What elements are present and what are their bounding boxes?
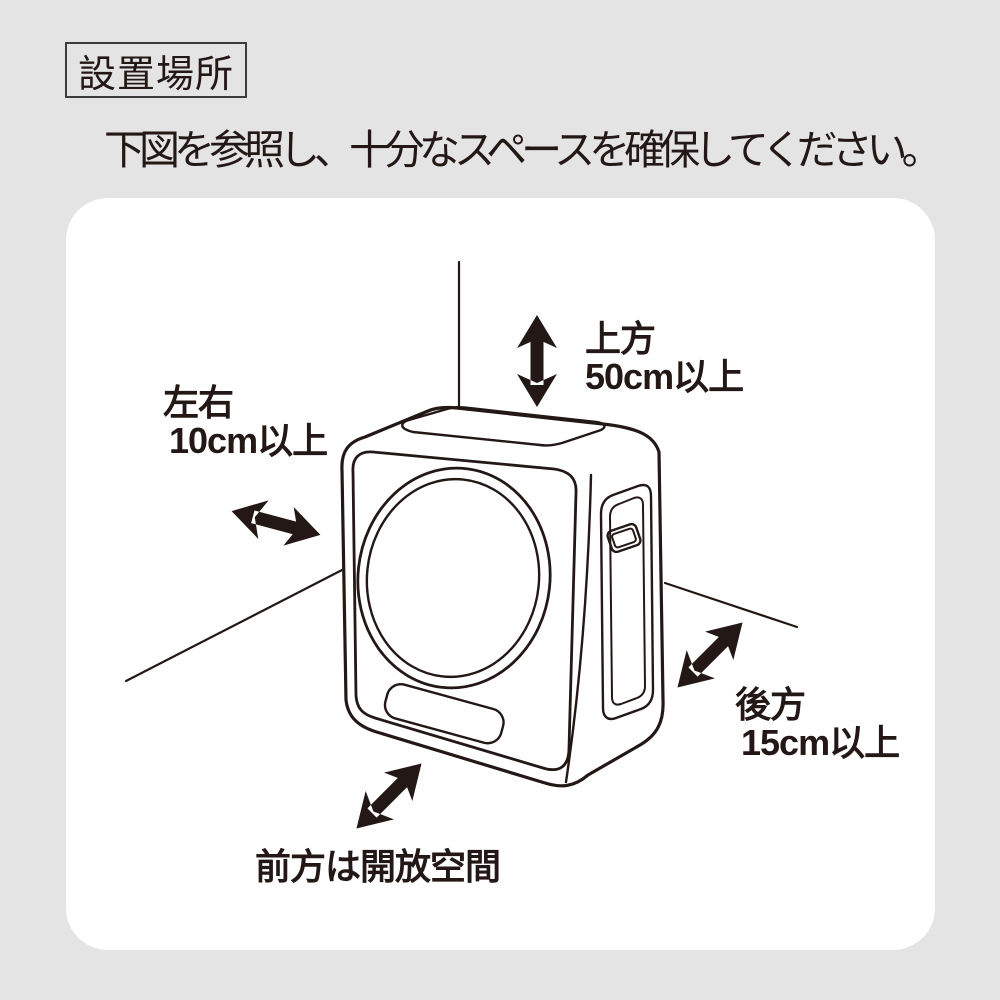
section-title: 設置場所 — [77, 53, 234, 96]
clearance-top-value: 50cm以上 — [585, 356, 744, 397]
clearance-top-direction: 上方 — [585, 318, 656, 359]
clearance-label-front: 前方は開放空間 — [255, 846, 501, 887]
dryer-door-inner-ring — [365, 477, 541, 679]
dryer-control-slot — [383, 682, 505, 745]
clearance-sides-value: 10cm以上 — [169, 420, 328, 461]
clearance-rear-direction: 後方 — [735, 684, 806, 725]
dryer-side-handle-inner — [611, 527, 637, 549]
clearance-label-rear: 後方 15cm以上 — [735, 684, 900, 763]
clearance-sides-direction: 左右 — [163, 382, 234, 423]
dryer-side-panel-inner — [609, 496, 646, 706]
dryer-door-outer-ring — [356, 466, 552, 690]
dryer-front-face-edge — [351, 450, 578, 772]
dryer-side-panel — [599, 483, 655, 721]
installation-clearance-diagram — [124, 260, 799, 829]
vertical-double-arrow-icon — [517, 315, 557, 407]
dryer-top-vent — [401, 406, 606, 447]
diagram-card: 上方 50cm以上 左右 10cm以上 後方 15cm以上 前方は開放空間 — [66, 198, 935, 950]
floor-line-left — [124, 567, 346, 683]
clearance-label-sides: 左右 10cm以上 — [163, 382, 328, 461]
clearance-label-top: 上方 50cm以上 — [585, 318, 744, 397]
dryer-body-outline — [340, 405, 665, 788]
dryer-side-fold-line — [564, 473, 593, 784]
clearance-rear-value: 15cm以上 — [741, 722, 900, 763]
section-title-box: 設置場所 — [65, 42, 247, 98]
sides-diagonal-double-arrow-icon — [231, 500, 321, 546]
floor-line-right — [663, 581, 799, 629]
intro-text: 下図を参照し、十分なスペースを確保してください。 — [104, 127, 943, 173]
dryer-side-handle — [606, 522, 642, 554]
front-diagonal-double-arrow-icon — [356, 763, 422, 829]
dryer-illustration — [340, 405, 665, 788]
clearance-front-direction: 前方は開放空間 — [255, 846, 501, 887]
rear-diagonal-double-arrow-icon — [677, 622, 743, 688]
